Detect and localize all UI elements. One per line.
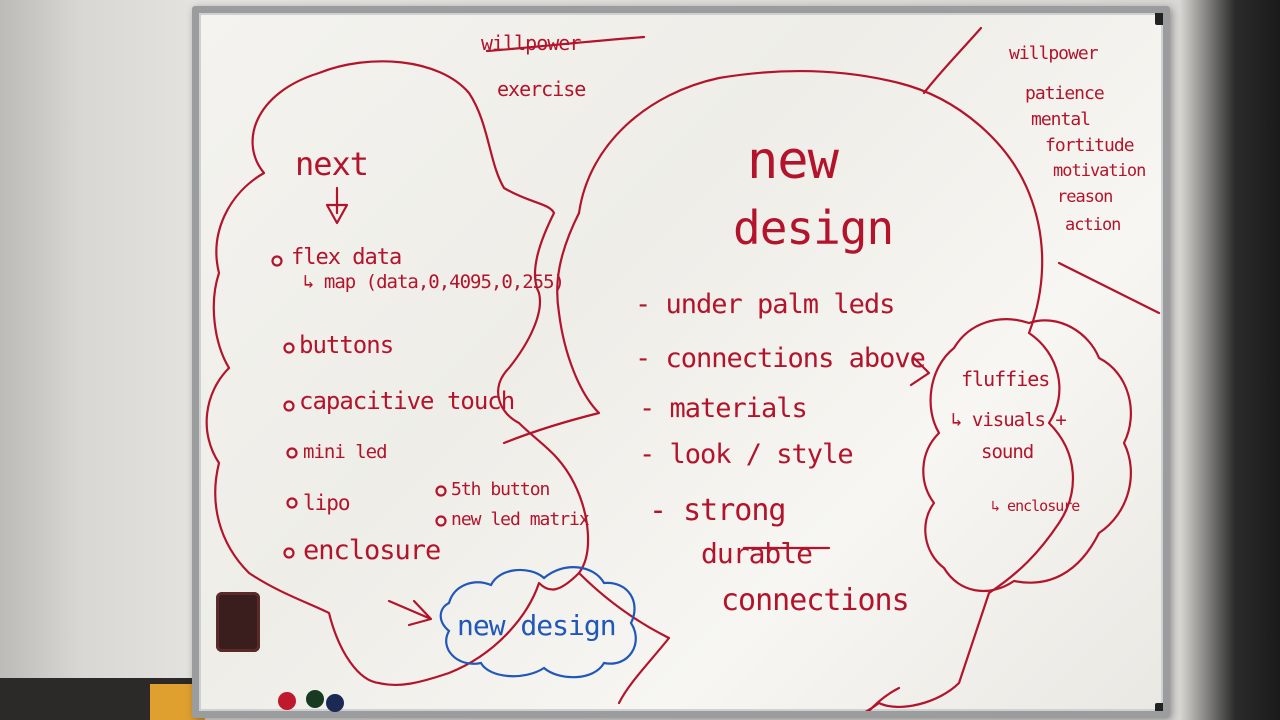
- bullet-5: [286, 497, 298, 509]
- center-title-line2: design: [733, 201, 894, 255]
- center-item-durable: durable: [701, 537, 813, 570]
- center-item-look-style: - look / style: [639, 439, 854, 470]
- whiteboard: willpower exercise next flex data ↳ map …: [192, 6, 1170, 718]
- right-list-mental: mental: [1031, 109, 1091, 130]
- blue-cloud-label: new design: [457, 609, 617, 642]
- green-magnet[interactable]: [306, 690, 324, 708]
- center-cloud-left: [502, 211, 601, 445]
- left-item-mini-led: mini led: [303, 441, 388, 463]
- right-list-patience: patience: [1025, 83, 1105, 104]
- left-item-capacitive: capacitive touch: [299, 387, 515, 415]
- strike-line: [485, 35, 646, 53]
- right-list-fortitude: fortitude: [1045, 135, 1135, 156]
- red-magnet[interactable]: [278, 692, 296, 710]
- right-list-motivation: motivation: [1053, 161, 1146, 181]
- corner-line-top: [922, 26, 983, 95]
- corner-line-right: [1057, 261, 1161, 315]
- right-cloud-sound: sound: [981, 441, 1034, 463]
- blue-magnet[interactable]: [326, 694, 344, 712]
- next-arrow: [325, 186, 349, 225]
- pointer-arrow: [909, 356, 931, 387]
- left-item-buttons: buttons: [299, 331, 394, 359]
- left-cloud-tail: [577, 571, 671, 705]
- center-title-line1: new: [747, 131, 839, 191]
- bullet-8: [435, 515, 447, 527]
- left-cloud-heading: next: [295, 145, 369, 183]
- whiteboard-eraser[interactable]: [216, 592, 260, 652]
- blue-cloud-outline: [439, 566, 637, 679]
- left-item-map: ↳ map (data,0,4095,0,255): [303, 271, 565, 293]
- bullet-3: [283, 400, 295, 412]
- right-cloud-visuals: ↳ visuals +: [951, 409, 1067, 431]
- right-list-action: action: [1065, 215, 1121, 235]
- bullet-6: [283, 547, 295, 559]
- left-item-enclosure: enclosure: [303, 535, 441, 566]
- right-cloud-enclosure: ↳ enclosure: [991, 497, 1080, 515]
- bullet-2: [283, 342, 295, 354]
- left-cloud-outline: [205, 60, 590, 687]
- frame-corner-top-right: [1155, 13, 1163, 25]
- top-note-line1: willpower: [481, 31, 581, 55]
- left-item-lipo: lipo: [303, 491, 351, 515]
- center-item-strong: - strong: [649, 493, 786, 528]
- center-item-palm-leds: - under palm leds: [635, 289, 895, 320]
- center-item-connections: - connections above: [635, 343, 926, 374]
- center-item-connections-2: connections: [721, 583, 910, 618]
- right-list-reason: reason: [1057, 187, 1113, 207]
- left-sub-led-matrix: new led matrix: [451, 509, 590, 530]
- center-item-materials: - materials: [639, 393, 808, 424]
- ink-drawing: [205, 26, 1161, 711]
- right-cloud-outline: [922, 318, 1132, 593]
- bottom-stroke: [867, 686, 901, 711]
- right-list-willpower: willpower: [1009, 43, 1099, 64]
- left-item-flex-data: flex data: [291, 245, 402, 270]
- center-cloud-outline: [577, 69, 1075, 711]
- arrow-to-blue: [387, 599, 433, 627]
- bullet-1: [271, 255, 283, 267]
- top-note-line2: exercise: [497, 77, 586, 101]
- right-cloud-fluffies: fluffies: [961, 367, 1050, 391]
- bullet-7: [435, 485, 447, 497]
- left-sub-5th-button: 5th button: [451, 479, 550, 500]
- bullet-4: [286, 447, 298, 459]
- frame-corner-bottom-right: [1155, 703, 1163, 711]
